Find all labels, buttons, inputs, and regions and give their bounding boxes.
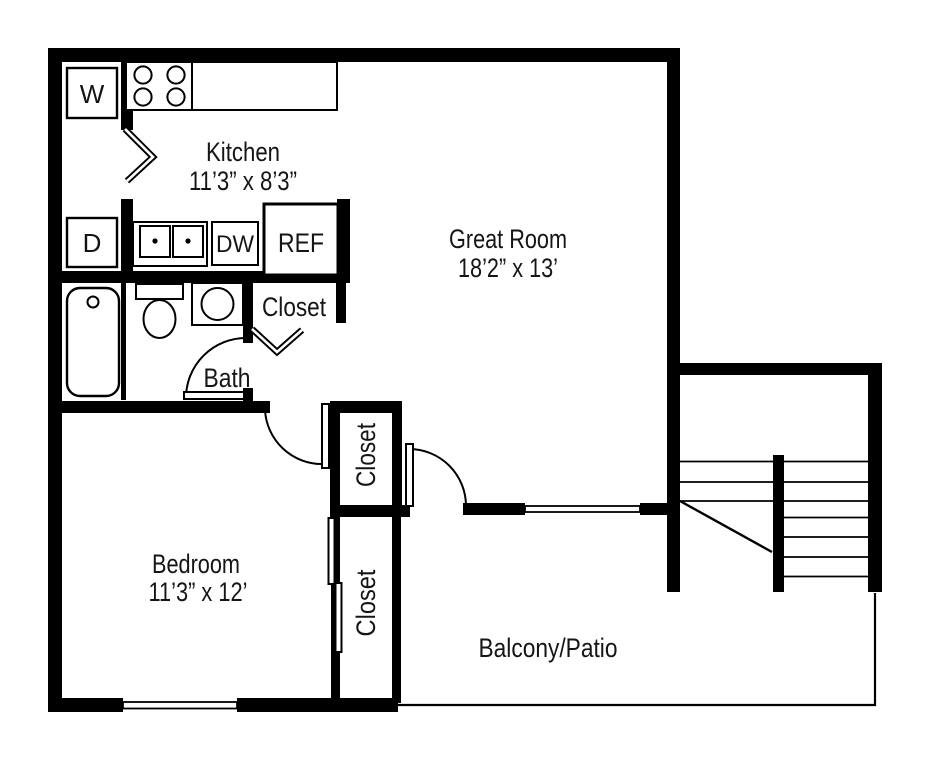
balcony-label: Balcony/Patio	[479, 633, 618, 663]
dishwasher-label: DW	[216, 231, 254, 258]
wall-bedroom-top	[48, 401, 270, 413]
walls	[48, 48, 882, 712]
sink-drain	[185, 238, 191, 244]
bath-door-arc	[185, 337, 247, 399]
wall-top	[48, 48, 680, 62]
bedroom-door-arc	[264, 409, 323, 466]
entry-closet-label: Closet	[262, 292, 326, 322]
bedroom-window-frame	[122, 701, 238, 710]
washer-label: W	[80, 79, 105, 109]
balcony-edge	[398, 593, 877, 707]
sink-drain	[152, 238, 158, 244]
wall-left	[48, 48, 62, 712]
wall-greatroom-bottom-b	[640, 503, 668, 515]
great-room-dimensions: 18’2” x 13’	[458, 253, 558, 283]
wall-entry-closet-right	[336, 283, 346, 323]
toilet-tank	[135, 283, 184, 300]
balcony-door-leaf	[405, 443, 414, 507]
bedroom-closet-label: Closet	[351, 569, 381, 636]
wall-laundry-divider-bottom	[121, 199, 133, 271]
laundry-bifold-door-inner	[124, 128, 155, 182]
stove-burner	[166, 65, 186, 85]
bedroom-closet-bypass-door-2	[334, 582, 343, 653]
bath-fixtures	[65, 282, 244, 398]
kitchen-fixtures	[65, 61, 340, 277]
stove-burner	[133, 87, 153, 107]
wall-hall-closet-right	[392, 401, 402, 517]
toilet-bowl	[142, 299, 177, 339]
stair-diagonal	[679, 499, 773, 554]
stair-rail	[773, 455, 784, 592]
bath-door-leaf	[183, 391, 245, 400]
kitchen-dimensions: 11’3” x 8’3”	[189, 166, 297, 196]
wall-closet-mid	[330, 505, 410, 517]
wall-greatroom-right	[667, 48, 680, 592]
wall-ref-stub	[337, 199, 350, 271]
dryer-label: D	[83, 228, 102, 258]
entry-closet-bifold-door-inner	[251, 328, 303, 354]
stove-burner	[166, 87, 186, 107]
wall-hall-closet-top	[330, 401, 402, 413]
wall-stairs-right	[868, 363, 882, 592]
dryer-box	[65, 216, 119, 269]
bedroom-closet-bypass-door-1	[327, 517, 336, 585]
balcony-door-arc	[408, 448, 467, 507]
wall-bath-closet-divider	[243, 283, 253, 343]
doors	[122, 126, 467, 653]
entry-closet-bifold-door	[249, 326, 305, 357]
washer-box	[65, 66, 119, 120]
stove-burner	[133, 65, 153, 85]
windows	[122, 503, 641, 712]
bedroom-dimensions: 11’3” x 12’	[149, 577, 248, 607]
wall-bath-door-jamb	[243, 388, 253, 402]
wall-stairs-top	[680, 363, 882, 375]
wall-greatroom-bottom-a	[463, 503, 525, 515]
kitchen-label: Kitchen	[206, 137, 280, 167]
wall-tub-divider	[121, 283, 126, 400]
bath-sink	[200, 287, 235, 321]
labels: Kitchen 11’3” x 8’3” Great Room 18’2” x …	[80, 79, 618, 663]
laundry-bifold-door	[122, 126, 158, 184]
wall-bedroom-closet-right	[392, 517, 401, 703]
bathtub-drain	[86, 295, 100, 309]
stairs	[398, 460, 877, 707]
great-room-window-frame	[524, 505, 641, 513]
kitchen-counter-top	[125, 61, 338, 111]
wall-hall-closet-left	[330, 401, 340, 517]
refrigerator-box	[262, 202, 340, 277]
bedroom-door-leaf	[321, 403, 330, 469]
hall-closet-label: Closet	[351, 423, 381, 487]
great-room-label: Great Room	[449, 224, 567, 254]
bedroom-label: Bedroom	[152, 549, 240, 579]
bathtub	[65, 286, 121, 398]
refrigerator-label: REF	[278, 228, 324, 258]
dishwasher-box	[211, 221, 259, 266]
bath-label: Bath	[204, 363, 251, 393]
